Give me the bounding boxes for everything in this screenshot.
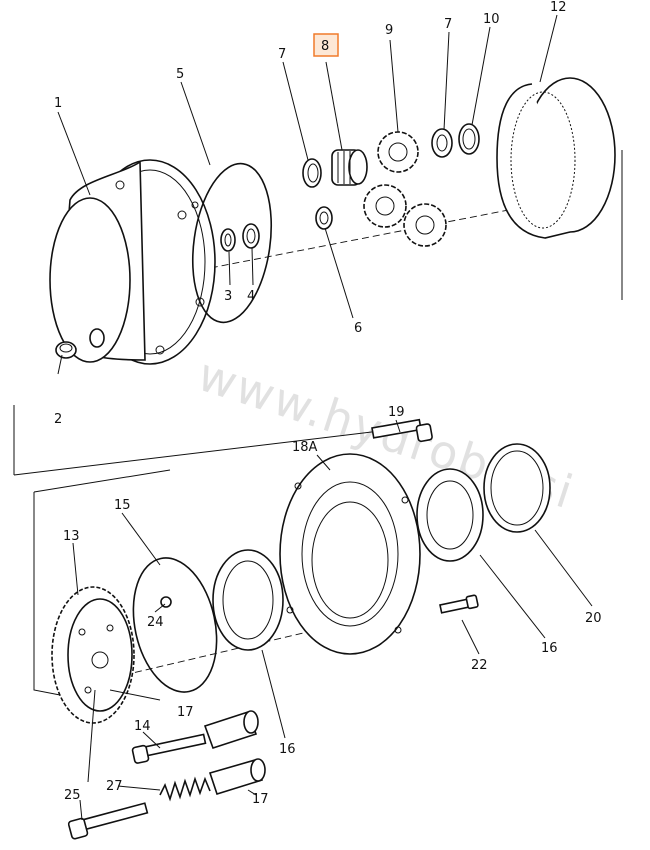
label-8: 8 xyxy=(321,39,329,54)
part-13-gear-wheel xyxy=(51,586,135,724)
part-16-seal xyxy=(212,549,284,651)
label-27: 27 xyxy=(106,779,123,794)
label-7: 7 xyxy=(278,47,286,62)
part-2-plug xyxy=(55,341,77,359)
part-25-bolt xyxy=(67,802,149,840)
label-10: 10 xyxy=(483,12,500,27)
label-2: 2 xyxy=(54,412,62,427)
label-16b: 16 xyxy=(541,641,558,656)
label-5: 5 xyxy=(176,67,184,82)
label-9: 9 xyxy=(385,23,393,38)
label-17: 17 xyxy=(177,705,194,720)
part-5-gasket xyxy=(191,162,273,324)
label-19: 19 xyxy=(388,405,405,420)
part-17-sleeve xyxy=(203,710,259,750)
part-27-spring xyxy=(159,776,211,802)
label-3: 3 xyxy=(224,289,232,304)
part-16-seal-b xyxy=(416,468,484,562)
label-25: 25 xyxy=(64,788,81,803)
part-18a-flange xyxy=(279,453,421,655)
part-4-ring xyxy=(242,223,260,249)
part-7-circlip-b xyxy=(431,128,453,158)
part-10-snap-ring xyxy=(458,123,480,155)
label-16: 16 xyxy=(279,742,296,757)
part-17-sleeve-b xyxy=(208,758,266,795)
part-12-ring-gear xyxy=(496,77,616,239)
part-7-circlip xyxy=(302,158,322,188)
label-1: 1 xyxy=(54,96,62,111)
part-9-planet-gears xyxy=(363,131,447,247)
label-13: 13 xyxy=(63,529,80,544)
label-7b: 7 xyxy=(444,17,452,32)
part-20-ring xyxy=(483,443,551,533)
part-24-ring xyxy=(160,596,172,608)
label-14: 14 xyxy=(134,719,151,734)
leader-lines xyxy=(57,14,593,821)
label-18a: 18A xyxy=(292,440,318,455)
part-8-bearing xyxy=(331,149,368,186)
part-15-circlip xyxy=(132,557,218,693)
highlight-box xyxy=(313,33,339,57)
label-17b: 17 xyxy=(252,792,269,807)
frame-lines xyxy=(13,150,623,696)
label-20: 20 xyxy=(585,611,602,626)
label-12: 12 xyxy=(550,0,567,15)
wire-lead xyxy=(87,689,96,783)
label-6: 6 xyxy=(354,321,362,336)
part-labels: 1 2 3 4 5 6 7 8 9 7 10 12 13 15 24 16 18… xyxy=(54,0,602,807)
part-6-washer xyxy=(315,206,333,230)
label-4: 4 xyxy=(247,289,255,304)
part-3-washer xyxy=(220,228,236,252)
part-22-bolt xyxy=(439,594,479,614)
label-24: 24 xyxy=(147,615,164,630)
label-22: 22 xyxy=(471,658,488,673)
label-15: 15 xyxy=(114,498,131,513)
part-1-housing xyxy=(49,159,216,365)
part-19-bolt xyxy=(371,418,433,443)
wire-lead-b xyxy=(109,689,161,701)
part-14-bolt xyxy=(131,733,207,764)
